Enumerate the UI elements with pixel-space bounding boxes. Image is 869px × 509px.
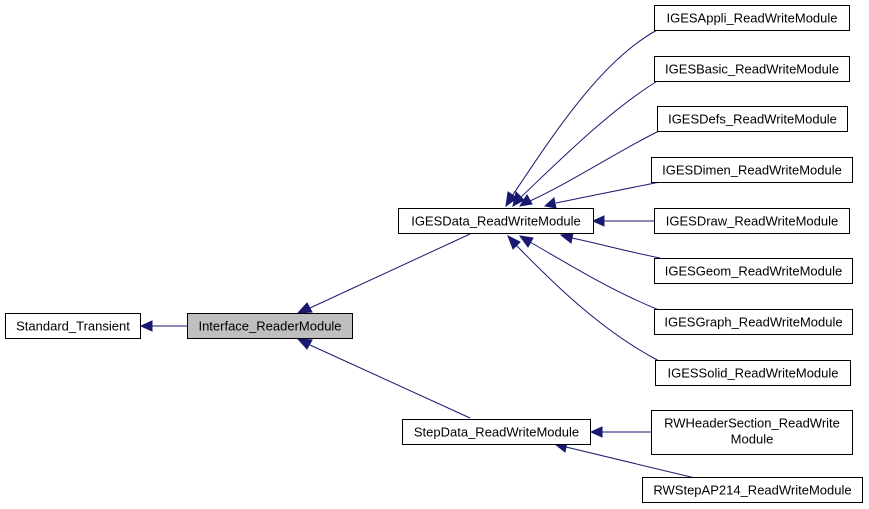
edge-igesbasic-to-igesdata: [519, 79, 660, 199]
nodes: Standard_Transient Interface_ReaderModul…: [5, 5, 863, 503]
edge-igesgraph-to-igesdata: [529, 241, 660, 311]
arrowhead-interface-from-igesdata: [296, 302, 313, 314]
edge-igessolid-to-igesdata: [515, 244, 660, 362]
arrowhead-igesdata-from-igesdraw: [591, 215, 605, 227]
edge-rwstepap214-to-stepdata: [565, 446, 696, 479]
edge-igesdata-to-interface: [309, 233, 471, 309]
node-igesdimen-readwritemodule[interactable]: IGESDimen_ReadWriteModule: [651, 157, 853, 183]
arrowhead-igesdata-from-igesgraph: [518, 235, 534, 248]
edges: [139, 28, 696, 479]
node-igesgraph-readwritemodule[interactable]: IGESGraph_ReadWriteModule: [654, 309, 853, 335]
arrowhead-igesdata-from-igessolid: [507, 234, 521, 250]
node-igesbasic-readwritemodule[interactable]: IGESBasic_ReadWriteModule: [654, 56, 850, 82]
node-label: Standard_Transient: [16, 319, 130, 334]
arrowhead-igesdata-from-igesdefs: [518, 194, 533, 207]
arrowhead-igesdata-from-igesdimen: [543, 197, 557, 209]
node-igesdraw-readwritemodule[interactable]: IGESDraw_ReadWriteModule: [654, 208, 850, 234]
node-label: IGESAppli_ReadWriteModule: [666, 11, 837, 26]
node-interface-readermodule[interactable]: Interface_ReaderModule: [187, 313, 353, 339]
edge-igesgeom-to-igesdata: [571, 237, 661, 259]
node-label-line1: RWHeaderSection_ReadWrite: [664, 416, 840, 431]
node-label: IGESDimen_ReadWriteModule: [662, 163, 842, 178]
arrowhead-igesdata-from-igesbasic: [512, 190, 525, 207]
edge-igesappli-to-igesdata: [511, 28, 660, 197]
node-label: IGESBasic_ReadWriteModule: [665, 62, 839, 77]
arrowhead-igesdata-from-igesappli: [505, 191, 518, 208]
node-rwstepap214-readwritemodule[interactable]: RWStepAP214_ReadWriteModule: [642, 477, 863, 503]
arrowhead-igesdata-from-igesgeom: [559, 232, 574, 244]
arrowhead-standard-transient: [139, 320, 153, 332]
node-igesdefs-readwritemodule[interactable]: IGESDefs_ReadWriteModule: [657, 106, 848, 132]
node-igessolid-readwritemodule[interactable]: IGESSolid_ReadWriteModule: [655, 360, 851, 386]
arrowhead-interface-from-stepdata: [296, 338, 313, 350]
node-stepdata-readwritemodule[interactable]: StepData_ReadWriteModule: [402, 419, 591, 445]
edge-stepdata-to-interface: [309, 344, 471, 419]
node-igesappli-readwritemodule[interactable]: IGESAppli_ReadWriteModule: [654, 5, 850, 31]
node-standard-transient[interactable]: Standard_Transient: [5, 313, 141, 339]
node-label: IGESDefs_ReadWriteModule: [668, 112, 837, 127]
node-igesgeom-readwritemodule[interactable]: IGESGeom_ReadWriteModule: [654, 258, 853, 284]
node-igesdata-readwritemodule[interactable]: IGESData_ReadWriteModule: [398, 208, 594, 234]
node-rwheadersection-readwritemodule[interactable]: RWHeaderSection_ReadWrite Module: [651, 410, 853, 455]
node-label: Interface_ReaderModule: [198, 319, 341, 334]
node-label: IGESDraw_ReadWriteModule: [666, 214, 838, 229]
node-label: IGESGeom_ReadWriteModule: [665, 264, 843, 279]
node-label: IGESData_ReadWriteModule: [411, 214, 581, 229]
node-label: RWStepAP214_ReadWriteModule: [653, 483, 851, 498]
node-label-line2: Module: [731, 432, 774, 447]
edge-igesdimen-to-igesdata: [555, 181, 661, 204]
node-label: IGESSolid_ReadWriteModule: [667, 366, 838, 381]
edge-igesdefs-to-igesdata: [529, 130, 660, 202]
arrowhead-stepdata-from-rwheadersection: [589, 426, 603, 438]
node-label: StepData_ReadWriteModule: [414, 425, 579, 440]
node-label: IGESGraph_ReadWriteModule: [664, 315, 842, 330]
